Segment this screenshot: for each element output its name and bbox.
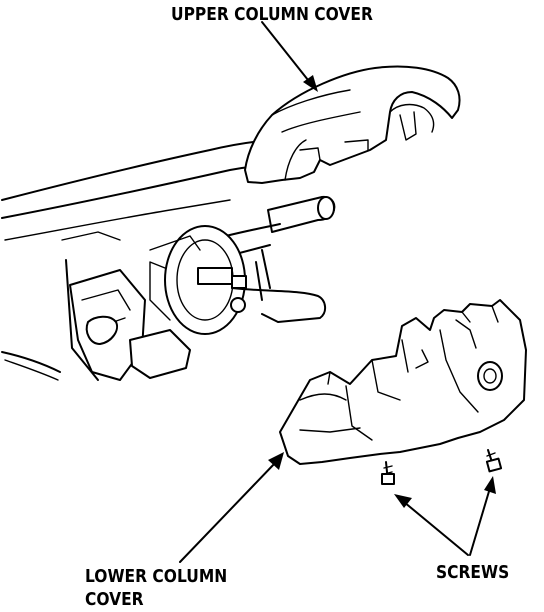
screws-label: SCREWS	[436, 562, 510, 583]
lower-column-cover	[279, 299, 527, 465]
screw-left	[381, 461, 395, 485]
screws-leader-arrows	[394, 476, 496, 556]
lower-cover-leader-arrow	[179, 452, 284, 563]
lower-column-cover-label: LOWER COLUMN	[85, 566, 228, 587]
upper-column-cover	[244, 65, 461, 184]
ignition-switch-assembly	[61, 231, 201, 381]
upper-cover-leader-arrow	[261, 21, 318, 92]
screw-right	[485, 449, 503, 473]
upper-column-cover-label: UPPER COLUMN COVER	[171, 4, 373, 25]
lower-column-cover-label-line2: COVER	[85, 589, 144, 610]
cable-reel-assembly	[149, 225, 326, 335]
